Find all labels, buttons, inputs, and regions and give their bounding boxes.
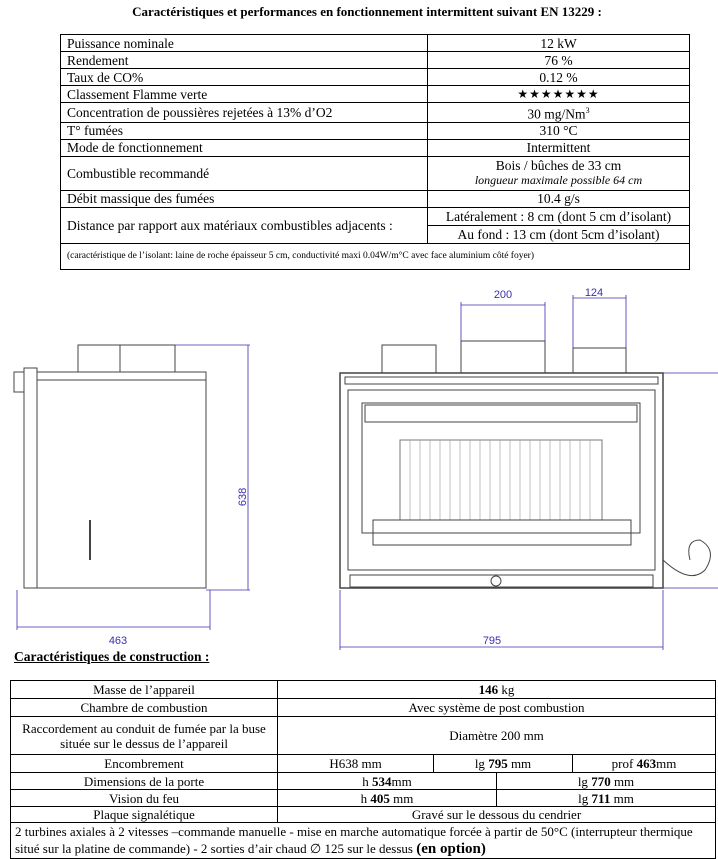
value-text: 30 mg/Nm — [527, 106, 586, 122]
label: Combustible recommandé — [60, 155, 428, 191]
unit: mm — [389, 790, 414, 806]
performance-title: Caractéristiques et performances en fonc… — [132, 4, 602, 19]
value-bold: 146 — [478, 682, 499, 697]
footer-option: (en option) — [416, 841, 486, 857]
side-view — [13, 344, 207, 589]
vision-height: h 405 mm — [277, 789, 497, 807]
label: Vision du feu — [10, 789, 278, 807]
unit: mm — [610, 773, 635, 789]
dim-height-label: 638 — [237, 488, 249, 506]
footer-note: 2 turbines axiales à 2 vitesses –command… — [10, 822, 716, 859]
dim-depth-label: 463 — [109, 635, 127, 647]
value-bold: 405 — [370, 790, 390, 806]
dim-width-label: 795 — [483, 635, 501, 647]
label: Débit massique des fumées — [60, 189, 428, 208]
label: Mode de fonctionnement — [60, 138, 428, 157]
prefix: lg — [578, 790, 592, 806]
value: Latéralement : 8 cm (dont 5 cm d’isolant… — [427, 206, 690, 226]
label: Dimensions de la porte — [10, 772, 278, 790]
value: Intermittent — [427, 138, 690, 157]
label: Concentration de poussières rejetées à 1… — [60, 102, 428, 123]
height-value: H638 mm — [277, 754, 434, 773]
unit: mm — [507, 756, 532, 771]
unit: kg — [498, 682, 515, 697]
front-view — [339, 340, 711, 589]
prefix: lg — [474, 756, 489, 771]
label: Taux de CO% — [60, 68, 428, 86]
unit: mm — [656, 756, 677, 771]
value: 310 °C — [427, 121, 690, 140]
label: Raccordement au conduit de fumée par la … — [10, 716, 278, 755]
depth-value: prof 463mm — [572, 754, 716, 773]
value-bold: 711 — [591, 790, 611, 806]
unit: mm — [391, 773, 412, 789]
label: Puissance nominale — [60, 34, 428, 52]
value: 146 kg — [277, 680, 716, 699]
value: 30 mg/Nm3 — [427, 102, 690, 123]
value-bold: 770 — [591, 773, 611, 789]
prefix: lg — [577, 773, 592, 789]
label: Distance par rapport aux matériaux combu… — [60, 206, 428, 244]
value-bold: 795 — [488, 756, 508, 771]
value: 12 kW — [427, 34, 690, 52]
label: Encombrement — [10, 754, 278, 773]
label: Rendement — [60, 51, 428, 69]
label: T° fumées — [60, 121, 428, 140]
value-bold: 534 — [372, 773, 392, 789]
label: Classement Flamme verte — [60, 85, 428, 103]
star-rating: ★★★★★★★ — [427, 85, 690, 103]
dim-outlet-label: 200 — [494, 289, 512, 301]
value: Diamètre 200 mm — [277, 716, 716, 755]
prefix: h — [360, 790, 371, 806]
value: 0.12 % — [427, 68, 690, 86]
value-bold: 463 — [636, 756, 657, 771]
value: Avec système de post combustion — [277, 698, 716, 717]
footer-text: 2 turbines axiales à 2 vitesses –command… — [15, 824, 693, 856]
value-line: Bois / bûches de 33 cm — [495, 158, 622, 173]
door-height: h 534mm — [277, 772, 497, 790]
technical-drawing: 638 463 795 200 124 — [13, 287, 718, 650]
value: 10.4 g/s — [427, 189, 690, 208]
width-value: lg 795 mm — [433, 754, 573, 773]
prefix: prof — [611, 756, 637, 771]
dimension-lines — [16, 295, 718, 650]
value: Au fond : 13 cm (dont 5cm d’isolant) — [427, 224, 690, 244]
door-width: lg 770 mm — [496, 772, 716, 790]
vision-width: lg 711 mm — [496, 789, 716, 807]
label: Masse de l’appareil — [10, 680, 278, 699]
value: Gravé sur le dessous du cendrier — [277, 806, 716, 823]
insulation-note: (caractéristique de l’isolant: laine de … — [60, 242, 690, 270]
dim-air-label: 124 — [585, 287, 603, 299]
superscript: 3 — [585, 106, 590, 115]
label: Chambre de combustion — [10, 698, 278, 717]
prefix: h — [362, 773, 372, 789]
value: 76 % — [427, 51, 690, 69]
value-note: longueur maximale possible 64 cm — [474, 173, 643, 187]
construction-title: Caractéristiques de construction : — [14, 649, 210, 664]
label: Plaque signalétique — [10, 806, 278, 823]
unit: mm — [610, 790, 634, 806]
